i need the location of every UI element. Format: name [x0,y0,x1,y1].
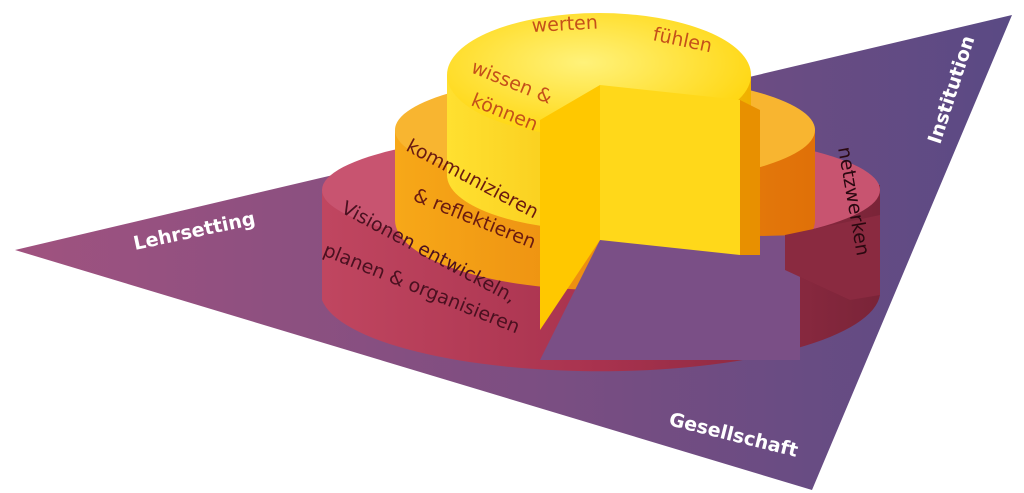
cutout-wedge [540,85,880,360]
label-werten: werten [531,12,598,37]
